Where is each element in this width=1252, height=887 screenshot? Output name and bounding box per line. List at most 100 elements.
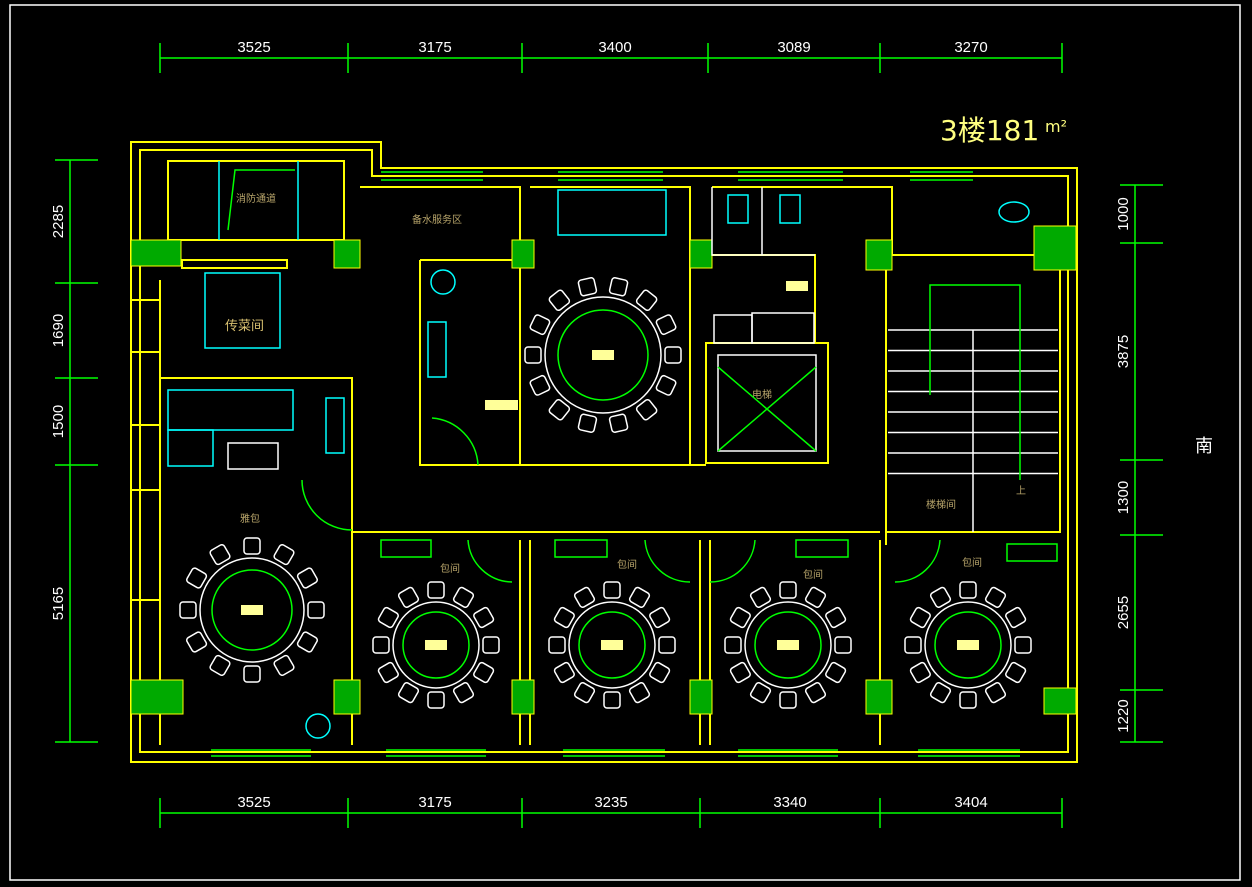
chair — [573, 682, 596, 704]
chair — [529, 374, 551, 396]
chair — [909, 606, 931, 629]
chair — [427, 691, 445, 709]
chair — [296, 631, 319, 653]
table-center-mark — [241, 605, 263, 615]
label-private-room-3: 包间 — [803, 568, 823, 581]
chair — [473, 606, 495, 629]
dimension-label: 1300 — [1115, 481, 1132, 514]
chair — [243, 537, 261, 555]
chair — [749, 586, 772, 608]
dimension-label: 3875 — [1115, 335, 1132, 368]
chair — [628, 586, 651, 608]
chair — [635, 398, 658, 421]
chair — [307, 601, 325, 619]
round-table — [372, 581, 500, 709]
chair — [1014, 636, 1032, 654]
chair — [548, 636, 566, 654]
dimension-label: 1000 — [1115, 197, 1132, 230]
chair — [397, 682, 420, 704]
chair — [524, 346, 542, 364]
table-rim — [392, 601, 480, 689]
chair — [1005, 661, 1027, 684]
chair — [779, 581, 797, 599]
chair — [603, 691, 621, 709]
chair — [473, 661, 495, 684]
columns — [130, 225, 1077, 715]
chair — [452, 586, 475, 608]
staircase — [888, 284, 1058, 532]
dimension-label: 3235 — [594, 794, 627, 811]
label-private-room-4: 包间 — [962, 556, 982, 569]
room-labels: 消防通道 备水服务区 传菜间 电梯 楼梯间 上 雅包 包间 包间 包间 包间 — [225, 192, 1026, 581]
chair — [904, 636, 922, 654]
table-top — [754, 611, 822, 679]
chair — [273, 654, 295, 677]
furniture — [167, 161, 1058, 739]
dimension-label: 3175 — [418, 39, 451, 56]
table-top — [211, 569, 293, 651]
dimension-label: 2655 — [1115, 596, 1132, 629]
chair — [577, 277, 598, 297]
dimension-label: 1220 — [1115, 699, 1132, 732]
chair — [548, 398, 571, 421]
chair — [179, 601, 197, 619]
dimension-label: 2285 — [50, 205, 67, 238]
chair — [649, 661, 671, 684]
chair — [608, 277, 629, 297]
dimension-label: 3175 — [418, 794, 451, 811]
label-private-room-2: 包间 — [617, 558, 637, 571]
chair — [804, 682, 827, 704]
chair — [649, 606, 671, 629]
chair — [664, 346, 682, 364]
elevator-shaft — [705, 342, 829, 464]
table-top — [402, 611, 470, 679]
table-top — [934, 611, 1002, 679]
chair — [959, 581, 977, 599]
chair — [825, 661, 847, 684]
drawing-border — [9, 4, 1241, 881]
round-table — [724, 581, 852, 709]
table-center-mark — [425, 640, 447, 650]
chair — [603, 581, 621, 599]
chair — [984, 682, 1007, 704]
chair — [529, 314, 551, 336]
chair — [243, 665, 261, 683]
chair — [209, 654, 231, 677]
stair-direction-arrow — [929, 284, 1021, 480]
chair — [779, 691, 797, 709]
chair — [573, 586, 596, 608]
table-rim — [199, 557, 305, 663]
chair — [959, 691, 977, 709]
chair — [909, 661, 931, 684]
dimension-label: 3089 — [777, 39, 810, 56]
chair — [929, 682, 952, 704]
chair — [296, 567, 319, 589]
round-table — [524, 277, 682, 433]
dimension-label: 1500 — [50, 405, 67, 438]
chair — [209, 543, 231, 566]
chair — [1005, 606, 1027, 629]
table-center-mark — [592, 350, 614, 360]
chair — [427, 581, 445, 599]
floor-title: 3楼181 — [940, 114, 1039, 147]
chair — [724, 636, 742, 654]
chair — [804, 586, 827, 608]
table-top — [578, 611, 646, 679]
chair — [482, 636, 500, 654]
dining-tables — [179, 277, 1032, 709]
chair — [397, 586, 420, 608]
label-pantry: 传菜间 — [225, 319, 264, 334]
chair — [377, 606, 399, 629]
label-private-room-1: 包间 — [440, 562, 460, 575]
dimension-label: 3404 — [954, 794, 987, 811]
label-elevator: 电梯 — [752, 388, 772, 401]
dimension-label: 3525 — [237, 39, 270, 56]
table-top — [557, 309, 649, 401]
dimension-label: 3525 — [237, 794, 270, 811]
label-service-area: 备水服务区 — [412, 213, 462, 226]
table-rim — [744, 601, 832, 689]
compass-south: 南 — [1195, 436, 1213, 457]
round-table — [548, 581, 676, 709]
